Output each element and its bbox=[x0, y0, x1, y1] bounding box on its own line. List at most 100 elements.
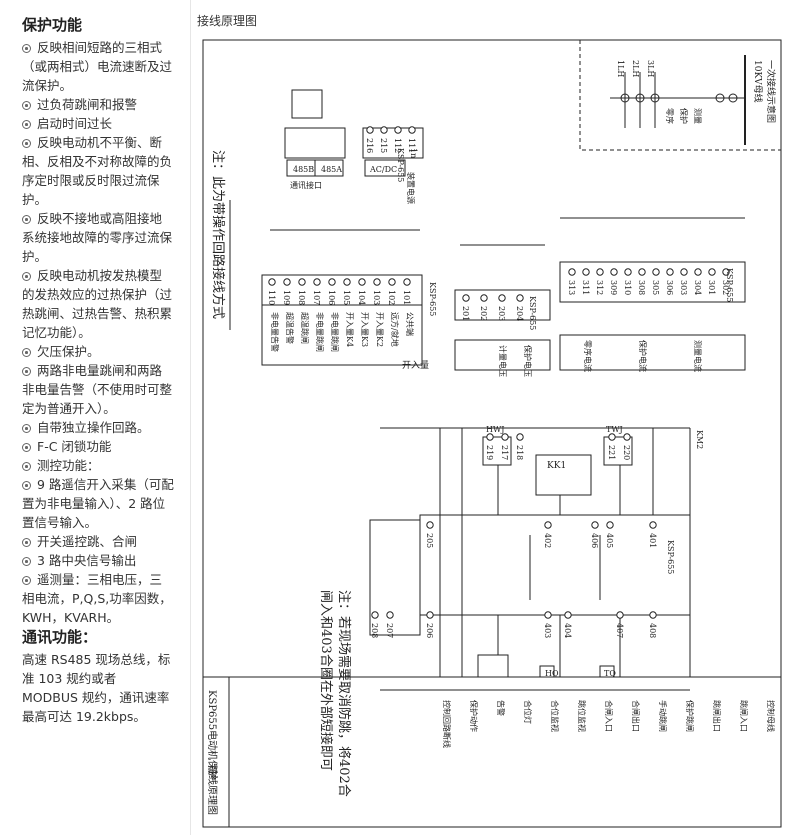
ctrl-terminal-label: 405 bbox=[605, 533, 614, 548]
bus-sub: 10KV母线 bbox=[752, 60, 764, 103]
ct-terminal-label: 308 bbox=[637, 280, 646, 295]
note-top: 注：此为带操作回路接线方式 bbox=[210, 150, 226, 319]
terminal-404 bbox=[564, 611, 572, 619]
legend-label: 保护动作 bbox=[469, 700, 479, 732]
primary-box bbox=[579, 40, 781, 151]
ctrl-terminal-label: 220 bbox=[622, 445, 631, 460]
di-terminal-label: 109 bbox=[282, 290, 291, 305]
terminal-107 bbox=[313, 278, 321, 286]
communication-title: 通讯功能： bbox=[22, 628, 98, 646]
protection-title: 保护功能 bbox=[22, 16, 83, 34]
ct-terminal-label: 305 bbox=[651, 280, 660, 295]
legend-label: 合闸出口 bbox=[631, 700, 641, 732]
motor-symbol bbox=[291, 89, 323, 119]
terminal-311 bbox=[582, 268, 590, 276]
terminal-310 bbox=[624, 268, 632, 276]
di-signal-label: 非电量跳闸 bbox=[330, 312, 340, 352]
bullet-icon bbox=[22, 348, 31, 357]
device-label: KSP-655 bbox=[396, 148, 405, 182]
protection-item: 启动时间过长 bbox=[22, 114, 174, 133]
protection-item: 反映不接地或高阻接地系统接地故障的零序过流保护。 bbox=[22, 211, 173, 264]
di-terminal-label: 101 bbox=[402, 290, 411, 305]
protection-list: 反映相间短路的三相式（或两相式）电流速断及过流保护。过负荷跳闸和报警启动时间过长… bbox=[22, 38, 174, 627]
di-signal-label: 公共端 bbox=[405, 312, 415, 336]
divider bbox=[190, 0, 191, 835]
bullet-icon bbox=[22, 272, 31, 281]
ctrl-terminal-label: 407 bbox=[615, 623, 624, 638]
legend-label: 跳闸入口 bbox=[739, 700, 749, 732]
legend-label: 控制回路断线 bbox=[442, 700, 452, 748]
terminal-308 bbox=[638, 268, 646, 276]
power-terminal-label: 112 bbox=[393, 138, 402, 153]
terminal-220 bbox=[623, 433, 631, 441]
terminal-313 bbox=[568, 268, 576, 276]
ctrl-terminal-label: 205 bbox=[425, 533, 434, 548]
terminal-408 bbox=[649, 611, 657, 619]
power-terminal-label: 111 bbox=[407, 138, 416, 153]
primary-label: 零序 bbox=[665, 108, 675, 124]
bullet-icon bbox=[22, 120, 31, 129]
terminal-group bbox=[268, 126, 730, 619]
terminal-217 bbox=[501, 433, 509, 441]
terminal-215 bbox=[380, 126, 388, 134]
protection-item: 反映相间短路的三相式（或两相式）电流速断及过流保护。 bbox=[22, 40, 173, 93]
ctrl-terminal-label: 401 bbox=[648, 533, 657, 548]
terminal-305 bbox=[652, 268, 660, 276]
terminal-218 bbox=[516, 433, 524, 441]
ctrl-device-label: KSP-655 bbox=[666, 540, 675, 574]
ct-caption: 保护电流 bbox=[638, 340, 648, 372]
vt-device-label: KSP-655 bbox=[528, 296, 537, 330]
di-signal-label: 开入量K4 bbox=[345, 312, 354, 347]
vt-terminal-label: 201 bbox=[461, 306, 470, 321]
power-terminal-label: 215 bbox=[379, 138, 388, 153]
terminal-302 bbox=[722, 268, 730, 276]
ct-terminal-label: 313 bbox=[567, 280, 576, 295]
comm-caption: 通讯接口 bbox=[290, 180, 322, 190]
protection-item: 反映电动机不平衡、断相、反相及不对称故障的负序定时限或反时限过流保护。 bbox=[22, 135, 173, 207]
terminal-304 bbox=[694, 268, 702, 276]
legend-label: 告警 bbox=[496, 700, 506, 716]
comm-box-3: AC/DC bbox=[369, 165, 397, 174]
di-group: 开入量 bbox=[402, 360, 429, 371]
coil-hq: HQ bbox=[545, 669, 559, 678]
terminal-301 bbox=[708, 268, 716, 276]
terminal-405 bbox=[606, 521, 614, 529]
title-block-1: KSP655电动机保护 bbox=[206, 690, 219, 780]
bus-label: 一次接线示意图 bbox=[765, 60, 777, 123]
terminal-204 bbox=[516, 294, 524, 302]
ctrl-terminal-label: 208 bbox=[370, 623, 379, 638]
protection-item: 测控功能： bbox=[22, 456, 174, 475]
ct-terminal-label: 306 bbox=[665, 280, 674, 295]
terminal-105 bbox=[343, 278, 351, 286]
di-signal-label: 超温跳闸 bbox=[300, 312, 310, 344]
terminal-106 bbox=[328, 278, 336, 286]
ctrl-terminal-label: 402 bbox=[543, 533, 552, 548]
terminal-206 bbox=[426, 611, 434, 619]
bullet-icon bbox=[22, 424, 31, 433]
bullet-icon bbox=[22, 101, 31, 110]
legend-label: 合闸入口 bbox=[604, 700, 614, 732]
terminal-407 bbox=[616, 611, 624, 619]
diagram-caption: 接线原理图 bbox=[197, 14, 258, 28]
comm-box-2: 485A bbox=[321, 165, 342, 174]
protection-item: 开关遥控跳、合闸 bbox=[22, 532, 174, 551]
legend-label: 保护跳闸 bbox=[685, 700, 695, 732]
coil-kk1: KK1 bbox=[547, 461, 566, 471]
ct-terminal-label: 303 bbox=[679, 280, 688, 295]
terminal-221 bbox=[608, 433, 616, 441]
ct-caption: 零序电流 bbox=[583, 340, 593, 372]
legend-label: 合位灯 bbox=[523, 700, 533, 724]
terminal-103 bbox=[373, 278, 381, 286]
di-terminal-label: 102 bbox=[387, 290, 396, 305]
protection-item: 自带独立操作回路。 bbox=[22, 418, 174, 437]
terminal-201 bbox=[462, 294, 470, 302]
primary-ct-label: 3LH bbox=[646, 60, 655, 77]
legend-label: 合位监视 bbox=[550, 700, 560, 732]
ct-terminal-label: 301 bbox=[707, 280, 716, 295]
di-terminal-label: 103 bbox=[372, 290, 381, 305]
terminal-203 bbox=[498, 294, 506, 302]
ct-terminal-label: 302 bbox=[721, 280, 730, 295]
terminal-312 bbox=[596, 268, 604, 276]
protection-item: 遥测量：三相电压，三相电流，P,Q,S,功率因数，KWH，KVARH。 bbox=[22, 572, 172, 625]
